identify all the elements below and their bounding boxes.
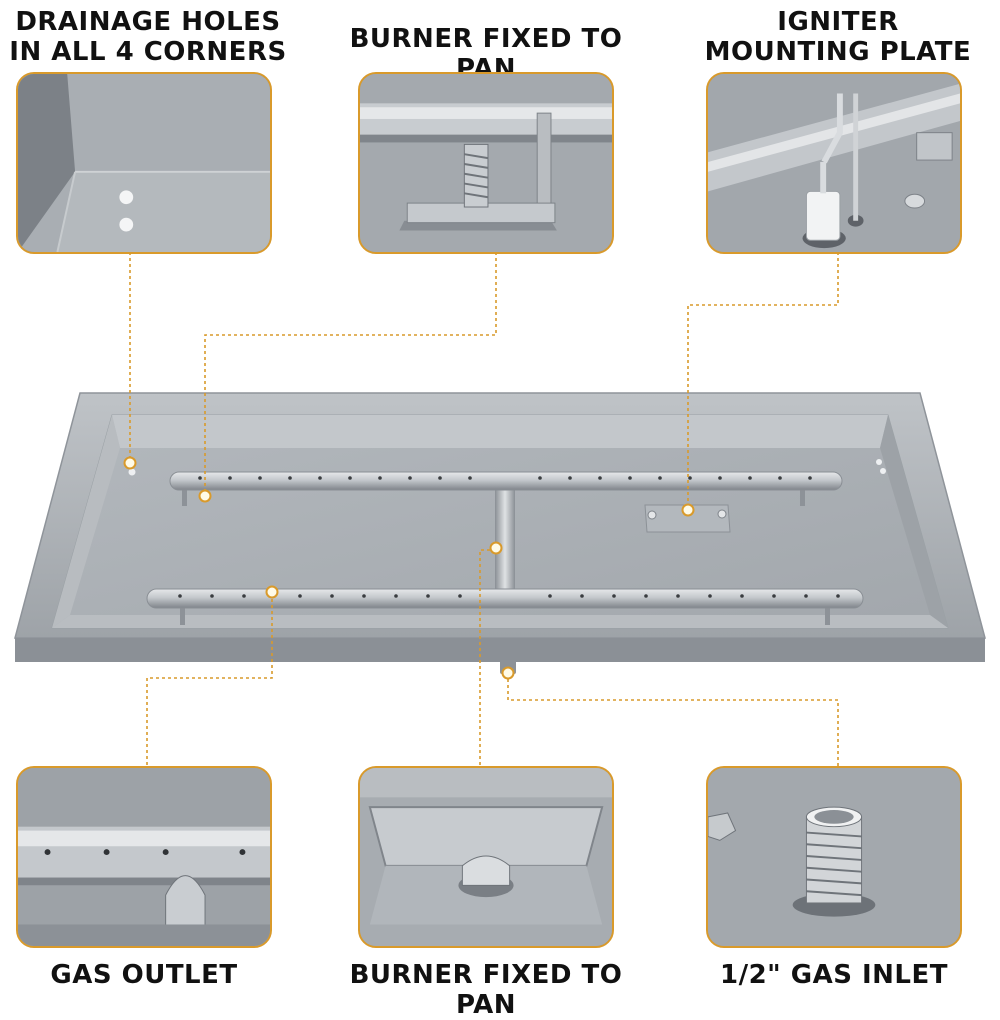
callout-markers <box>123 456 695 680</box>
panel-gas-inlet-closeup <box>706 766 962 948</box>
panel-burner-fixed-top-closeup <box>358 72 614 254</box>
label-igniter-plate: IGNITER MOUNTING PLATE <box>704 7 972 67</box>
panel-igniter-closeup <box>706 72 962 254</box>
igniter-plate <box>644 504 731 533</box>
burner <box>146 471 864 625</box>
panel-drainage-closeup <box>16 72 272 254</box>
panel-gas-outlet-closeup <box>16 766 272 948</box>
label-gas-inlet: 1/2" GAS INLET <box>719 960 948 990</box>
label-drainage-holes: DRAINAGE HOLES IN ALL 4 CORNERS <box>9 7 287 67</box>
panel-burner-fixed-bottom-closeup <box>358 766 614 948</box>
callout-lines <box>129 252 839 766</box>
label-gas-outlet: GAS OUTLET <box>50 960 238 990</box>
label-burner-fixed-bottom: BURNER FIXED TO PAN <box>349 960 623 1020</box>
